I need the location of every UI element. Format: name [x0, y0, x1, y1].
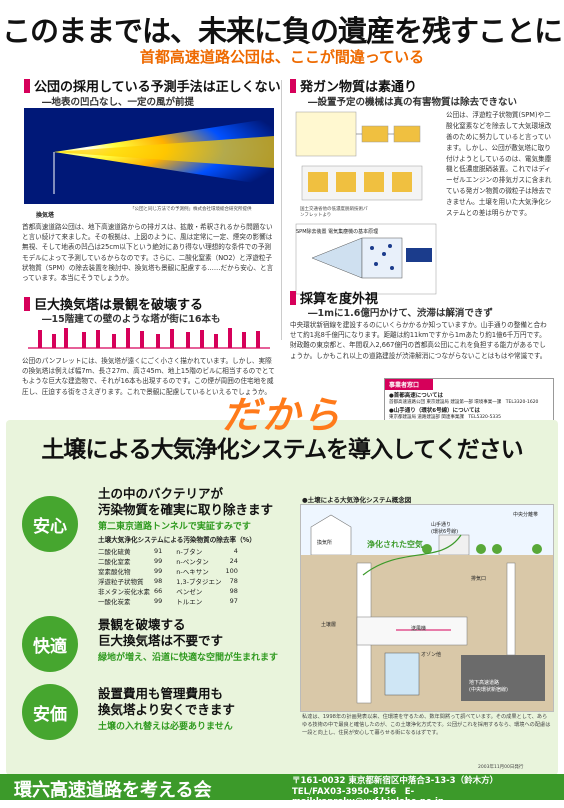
- dakara-heading: だから: [221, 393, 342, 437]
- substance-name: n-ヘキサン: [176, 568, 209, 576]
- contact-box-title: 事業者窓口: [385, 379, 433, 390]
- removal-rate: 99: [154, 567, 163, 575]
- issue-date: 2003年11月00日発行: [478, 765, 524, 770]
- removal-rate: 4: [233, 547, 238, 555]
- diagram-caption: 国土交通省他の低濃度脱硝技術パンフレットより: [300, 207, 368, 218]
- rates-row: 窒素酸化物 99 n-ヘキサン 100: [98, 566, 252, 576]
- section-sub-cost: ―1mに1.6億円かけて、渋滞は解消できず: [308, 308, 493, 319]
- concept-figure-title: ●土壌による大気浄化システム概念図: [302, 496, 412, 504]
- rates-row: 非メタン炭化水素 66 ベンゼン 98: [98, 586, 252, 596]
- contact-line: 東京都建設局 道路建設部 関連事業課 TEL5320-5335: [389, 415, 501, 420]
- section-sub-carcinogen: ―設置予定の機械は真の有害物質は除去できない: [308, 97, 518, 108]
- tower-bars-figure: [24, 322, 274, 356]
- substance-name: 二酸化窒素: [98, 558, 131, 566]
- removal-rate: 100: [225, 567, 238, 575]
- benefit-note: 土壌の入れ替えは必要ありません: [98, 722, 233, 732]
- rates-row: 二酸化窒素 99 n-ペンタン 24: [98, 556, 252, 566]
- fan-label: 送風機: [411, 626, 427, 632]
- proposal-title: 土壌による大気浄化システムを導入してください: [41, 437, 523, 463]
- address-line: 〒161-0032 東京都新宿区中落合3-13-3（鈴木方）: [292, 776, 499, 786]
- plume-figure: [24, 108, 274, 204]
- benefit-heading: 景観を破壊する 巨大換気塔は不要です: [98, 617, 224, 648]
- stack-label: 換気塔: [36, 212, 55, 219]
- removal-rate: 24: [229, 557, 238, 565]
- badge-anka: 安価: [22, 684, 78, 740]
- substance-name: n-ペンタン: [176, 558, 209, 566]
- substance-name: 1,3-ブタジエン: [176, 578, 222, 586]
- rates-row: 一酸化炭素 99 トルエン 97: [98, 596, 252, 606]
- section-heading-landscape: 巨大換気塔は景観を破壊する: [24, 294, 203, 313]
- substance-name: ベンゼン: [176, 588, 203, 596]
- benefit-note: 緑地が増え、沿道に快適な空間が生まれます: [98, 653, 279, 663]
- page-subtitle: 首都高速道路公団は、ここが間違っている: [139, 48, 425, 66]
- substance-name: 非メタン炭化水素: [98, 588, 150, 596]
- removal-rate: 97: [229, 597, 238, 605]
- rates-row: 二酸化硫黄 91 n-ブタン 4: [98, 546, 252, 556]
- section-sub-landscape: ―15階建ての壁のような塔が街に16本も: [42, 314, 221, 325]
- figure-caption: 「公団と同じ方法での予測例」株式会社環境総合研究所提供: [130, 207, 252, 212]
- clean-air-label: 浄化された空気: [367, 540, 423, 549]
- section-heading-forecast: 公団の採用している予測手法は正しくない: [24, 76, 281, 95]
- section-sub-forecast: ―地表の凹凸なし、一定の風が前提: [42, 97, 195, 108]
- rates-row: 浮遊粒子状物質 98 1,3-ブタジエン 78: [98, 576, 252, 586]
- removal-rate: 91: [154, 547, 163, 555]
- rates-table: 二酸化硫黄 91 n-ブタン 4 二酸化窒素 99 n-ペンタン 24 窒素酸化物 99 n-ヘキサ…: [98, 546, 252, 606]
- forecast-body: 首都高速道路公団は、地下高速道路からの排ガスは、拡散・希釈されるから問題ないと言…: [22, 223, 274, 283]
- contact-line: 首都高速道路公団 東京建設局 建設第一部 環境事業一課 TEL3320-1620: [389, 400, 539, 405]
- benefit-heading: 土の中のバクテリアが 汚染物質を確実に取り除きます: [98, 486, 274, 517]
- equipment-diagram: [292, 108, 442, 298]
- substance-name: トルエン: [176, 598, 203, 606]
- contact-line: ●山手通り（環状6号線）については: [389, 408, 480, 414]
- landscape-body: 公団のパンフレットには、換気塔が遠くにごく小さく描かれています。しかし、実際の換…: [22, 357, 275, 396]
- removal-rate: 66: [154, 587, 163, 595]
- median-label: 中央分離帯: [513, 512, 539, 518]
- vent-label: 換気所: [317, 540, 333, 546]
- section-heading-cost: 採算を度外視: [290, 288, 378, 307]
- contact-line[interactable]: TEL/FAX03-3950-8756 E-mail:kanroku@xvf.b…: [292, 786, 444, 808]
- org-name: 環六高速道路を考える会: [14, 780, 212, 801]
- footer: 環六高速道路を考える会 〒161-0032 東京都新宿区中落合3-13-3（鈴木…: [0, 774, 564, 807]
- contact-line: ●首都高速については: [389, 393, 444, 399]
- substance-name: 二酸化硫黄: [98, 548, 131, 556]
- substance-name: n-ブタン: [176, 548, 203, 556]
- cost-body: 中央環状新宿線を建設するのにいくらかかるか知っていますか。山手通りの整備と合わせ…: [290, 321, 547, 360]
- ozone-label: オゾン他: [421, 652, 442, 658]
- badge-anshin: 安心: [22, 496, 78, 552]
- soil-label: 土壌層: [321, 622, 337, 628]
- substance-name: 一酸化炭素: [98, 598, 131, 606]
- rates-table-title: 土壌大気浄化システムによる汚染物質の除去率（%）: [98, 536, 256, 544]
- tunnel-label: 地下高速道路 (中央環状新宿線): [469, 680, 508, 693]
- removal-rate: 99: [154, 597, 163, 605]
- concept-diagram: 浄化された空気 山手通り (環状6号線) 換気所 排気口 土壌層 送風機 地下高…: [300, 504, 554, 712]
- removal-rate: 99: [154, 557, 163, 565]
- carcinogen-body: 公団は、浮遊粒子状物質(SPM)や二酸化窒素などを除去して大気環境改善のために努…: [446, 111, 552, 217]
- diagram-title: SPM除去装置 電気集塵機の基本原理: [296, 229, 379, 235]
- substance-name: 浮遊粒子状物質: [98, 578, 144, 586]
- page-title: このままでは、未来に負の遺産を残すことに: [1, 14, 563, 48]
- proposal-note: 私達は、1998年の計画発表以来、住環境を守るため、数年間黙って調べています。そ…: [302, 714, 551, 736]
- org-address: 〒161-0032 東京都新宿区中落合3-13-3（鈴木方） TEL/FAX03…: [292, 776, 564, 808]
- removal-rate: 98: [229, 587, 238, 595]
- section-heading-carcinogen: 発ガン物質は素通り: [290, 76, 417, 95]
- substance-name: 窒素酸化物: [98, 568, 131, 576]
- yamate-label: 山手通り (環状6号線): [431, 522, 459, 535]
- benefit-heading: 設置費用も管理費用も 換気塔より安くできます: [98, 686, 235, 717]
- column-divider: [281, 80, 282, 340]
- removal-rate: 78: [229, 577, 238, 585]
- badge-kaiteki: 快適: [22, 616, 78, 672]
- removal-rate: 98: [154, 577, 163, 585]
- shaft-label: 排気口: [471, 576, 487, 582]
- benefit-note: 第二東京道路トンネルで実証すみです: [98, 522, 251, 532]
